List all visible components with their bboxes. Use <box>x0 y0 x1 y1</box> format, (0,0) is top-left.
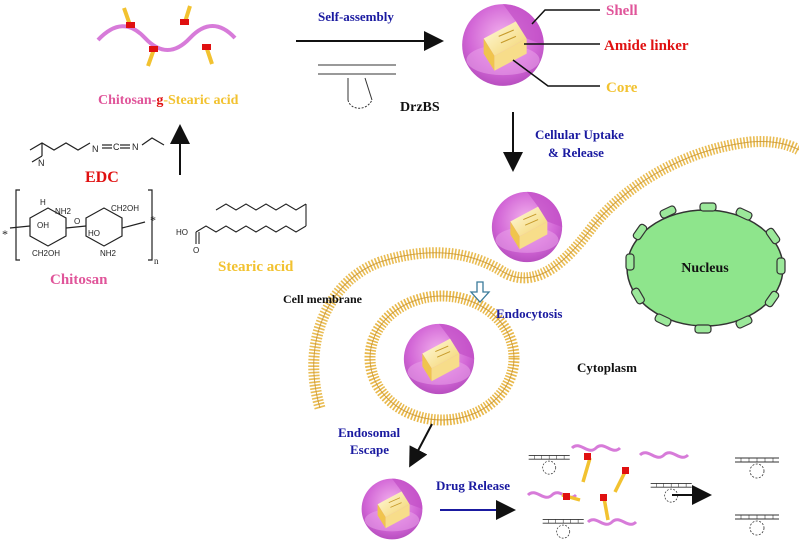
cell-membrane <box>308 136 799 426</box>
stearic-acid-label: Stearic acid <box>218 259 294 275</box>
edc-structure <box>29 137 165 163</box>
nucleus-label: Nucleus <box>681 261 729 276</box>
edc-n2: N <box>132 142 139 152</box>
conjugate-prefix: Chitosan- <box>98 93 157 108</box>
cytoplasm-label: Cytoplasm <box>577 360 637 375</box>
self-assembly-label: Self-assembly <box>318 9 394 24</box>
nanoparticle-endosome <box>403 323 475 395</box>
drzbs-schematic <box>318 64 396 109</box>
edc-n3: N <box>38 158 45 168</box>
chitosan-ch2oh-bottom: CH2OH <box>32 249 60 258</box>
chitosan-nh2-bottom: NH2 <box>100 249 117 258</box>
stearic-o: O <box>193 246 199 255</box>
escape-label-2: Escape <box>350 442 389 457</box>
chitosan-h: H <box>40 198 46 207</box>
core-label: Core <box>606 80 638 96</box>
endocytosis-label: Endocytosis <box>496 306 562 321</box>
drzbs-label: DrzBS <box>400 100 440 115</box>
chitosan-ho: HO <box>88 229 100 238</box>
edc-label: EDC <box>85 169 119 186</box>
chitosan-structure <box>9 189 153 261</box>
conjugate-suffix: -Stearic acid <box>163 93 238 108</box>
endocytosis-arrow <box>469 281 491 303</box>
stearic-acid-structure <box>195 203 307 244</box>
chitosan-ch2oh-top: CH2OH <box>111 204 139 213</box>
chitosan-nh2-top: NH2 <box>55 207 72 216</box>
cell-membrane-label: Cell membrane <box>283 292 363 306</box>
callout-lines <box>512 9 600 87</box>
nucleus <box>625 202 786 334</box>
edc-n1: N <box>92 144 99 154</box>
final-hairpin-bottom <box>734 514 780 536</box>
escape-label-1: Endosomal <box>338 425 401 440</box>
chitosan-label: Chitosan <box>50 272 108 288</box>
nanoparticle-released <box>361 478 423 540</box>
released-fragments <box>526 444 693 539</box>
conjugate-link: g <box>156 93 163 108</box>
chitosan-n: n <box>154 256 159 266</box>
chitosan-oh: OH <box>37 221 49 230</box>
edc-c: C <box>113 142 120 152</box>
nanoparticle-entering <box>491 191 563 263</box>
chitosan-star-right: * <box>150 213 156 227</box>
polymer-conjugate <box>96 5 237 67</box>
stearic-ho: HO <box>176 228 188 237</box>
conjugate-label: Chitosan-g-Stearic acid <box>98 93 239 108</box>
uptake-label-2: & Release <box>548 145 604 160</box>
chitosan-star-left: * <box>2 227 8 241</box>
uptake-label-1: Cellular Uptake <box>535 127 624 142</box>
escape-arrow <box>409 423 433 468</box>
amide-linker-label: Amide linker <box>604 38 689 54</box>
final-hairpin-top <box>734 457 780 479</box>
shell-label: Shell <box>606 3 638 19</box>
drug-release-label: Drug Release <box>436 478 510 493</box>
chitosan-o-link: O <box>74 217 80 226</box>
